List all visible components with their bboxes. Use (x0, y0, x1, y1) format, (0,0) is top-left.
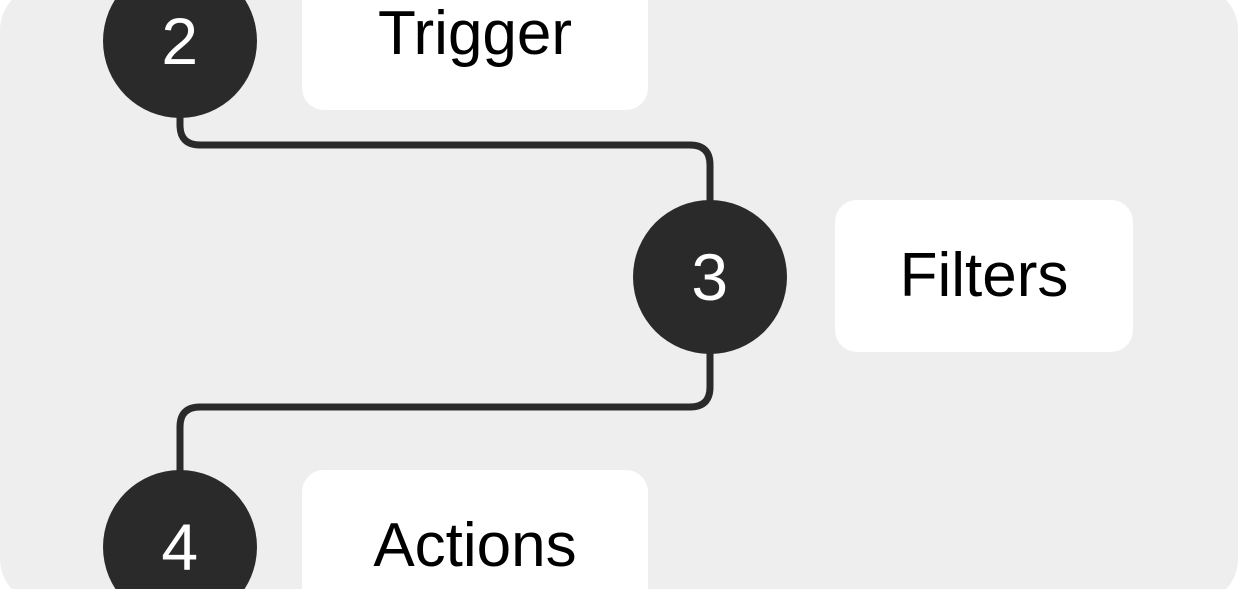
connector-3-to-4 (176, 340, 714, 480)
step-number-4: 4 (161, 510, 199, 584)
step-badge-2[interactable]: 2 (103, 0, 257, 118)
step-card-filters[interactable]: Filters (835, 200, 1133, 352)
connector-2-to-3 (176, 110, 714, 215)
step-card-label-filters: Filters (899, 241, 1069, 310)
step-number-2: 2 (161, 4, 199, 78)
step-badge-3[interactable]: 3 (633, 200, 787, 354)
step-number-3: 3 (691, 240, 729, 314)
step-card-label-actions: Actions (373, 511, 577, 580)
step-card-trigger[interactable]: Trigger (302, 0, 648, 110)
step-card-label-trigger: Trigger (377, 0, 573, 68)
step-card-actions[interactable]: Actions (302, 470, 648, 589)
step-badge-4[interactable]: 4 (103, 470, 257, 589)
